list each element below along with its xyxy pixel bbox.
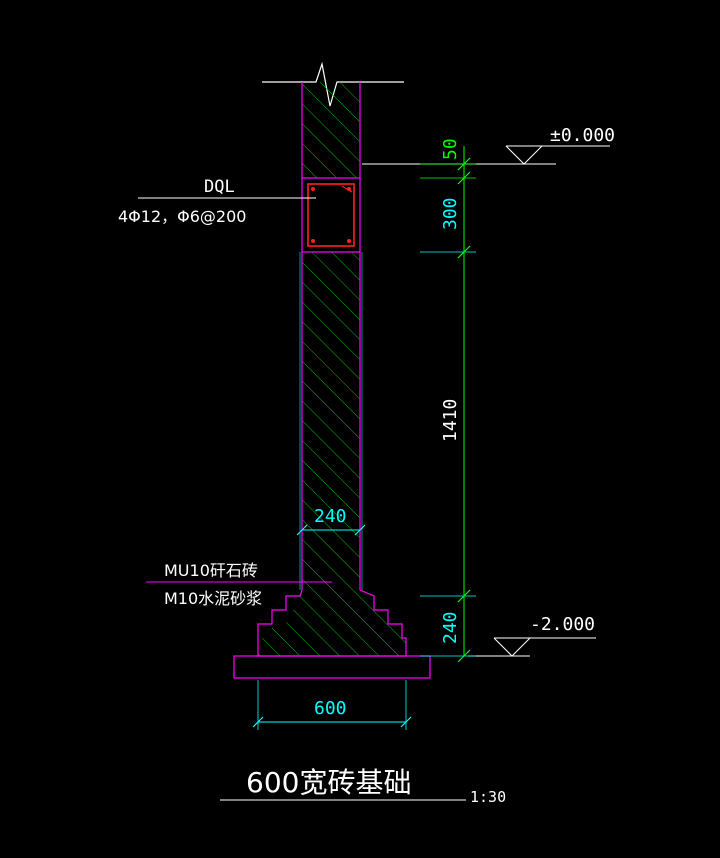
dim-240-width: 240 — [314, 506, 347, 527]
mortar-spec: M10水泥砂浆 — [164, 589, 262, 608]
material-callout: MU10矸石砖 M10水泥砂浆 — [146, 561, 332, 608]
elevation-bottom-label: -2.000 — [530, 614, 595, 635]
title-text: 600宽砖基础 — [246, 766, 411, 799]
dim-300: 300 — [440, 197, 461, 230]
drawing-title: 600宽砖基础 1:30 — [220, 766, 506, 806]
dim-240-height: 240 — [440, 611, 461, 644]
dim-1410: 1410 — [440, 399, 461, 442]
dim-600: 600 — [314, 698, 347, 719]
wall-width-dimension: 240 — [296, 506, 366, 536]
scale-label: 1:30 — [470, 788, 506, 806]
concrete-pad — [233, 655, 431, 679]
ring-beam-callout: DQL 4Φ12，Φ6@200 — [118, 177, 316, 226]
ring-beam — [301, 177, 361, 253]
footing-width-dimension: 600 — [252, 680, 412, 730]
elevation-top-label: ±0.000 — [550, 125, 615, 146]
brick-spec: MU10矸石砖 — [164, 561, 258, 580]
dim-50: 50 — [440, 138, 461, 160]
vertical-dimension-chain: 50 300 1410 240 — [420, 138, 476, 663]
upper-wall — [301, 82, 361, 178]
elevation-marker-top: ±0.000 — [362, 125, 615, 165]
elevation-marker-bottom: -2.000 — [468, 614, 596, 657]
beam-label: DQL — [204, 177, 235, 197]
brick-footing — [257, 252, 407, 657]
beam-rebar-spec: 4Φ12，Φ6@200 — [118, 207, 246, 226]
